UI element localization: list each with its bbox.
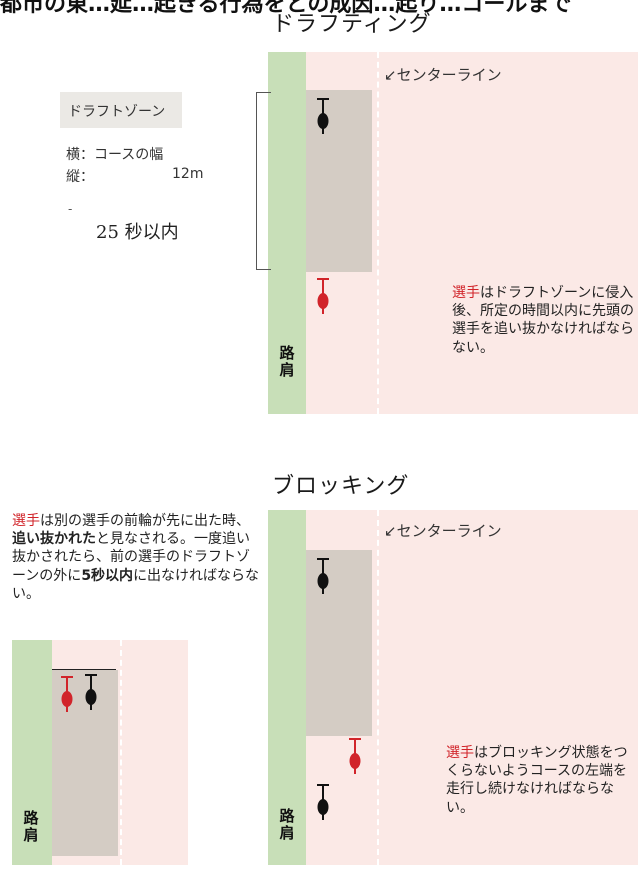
blocking-shoulder-label: 路肩 (279, 807, 295, 843)
draft-zone-label: ドラフトゾーン (68, 104, 166, 120)
small-road-shoulder-label: 路肩 (23, 809, 39, 845)
blocking-left-note-part2: と見なされる。一度追い抜かされたら、前の選手のドラフトゾーンの外に (12, 531, 250, 584)
small-road-shoulder (12, 640, 52, 865)
blocking-left-note-overtaken: 追い抜かれた (12, 531, 96, 548)
draft-zone-label-box: ドラフトゾーン (60, 92, 182, 128)
blocking-left-note-part3: に出なければならない。 (12, 567, 260, 602)
blocking-overtake-note: 選手は別の選手の前輪が先に出た時、追い抜かれたと見なされる。一度追い抜かされたら… (12, 512, 262, 603)
blocking-right-note-text: はブロッキング状態をつくらないようコースの左端を走行し続けなければならない。 (446, 745, 628, 816)
drafting-note-text: はドラフトゾーンに侵入後、所定の時間以内に先頭の選手を追い抜かなければならない。 (452, 285, 634, 356)
blocking-rule-note: 選手はブロッキング状態をつくらないようコースの左端を走行し続けなければならない。 (446, 744, 634, 817)
drafting-zone-bracket (256, 92, 271, 270)
cyclist-black-icon (314, 96, 332, 136)
drafting-zone (306, 90, 372, 272)
blocking-left-note-part1: は別の選手の前輪が先に出た時、 (40, 513, 250, 529)
blocking-title: ブロッキング (272, 474, 410, 499)
drafting-time-limit: 25 秒以内 (96, 222, 179, 243)
draft-zone-length-prefix: 縦： (66, 169, 94, 185)
blocking-left-note-athlete: 選手 (12, 513, 40, 529)
blocking-shoulder (268, 510, 306, 865)
blocking-center-line (377, 510, 379, 865)
cyclist-red-icon (346, 736, 364, 776)
blocking-left-note-5sec: 5秒以内 (81, 567, 134, 584)
drafting-shoulder (268, 52, 306, 414)
blocking-zone (306, 550, 372, 736)
drafting-note-athlete: 選手 (452, 285, 480, 301)
small-road-front-wheel-line (52, 669, 116, 670)
cyclist-black-icon (314, 556, 332, 596)
cyclist-black-icon (314, 782, 332, 822)
cyclist-black-icon (82, 672, 100, 712)
small-road-center-line (120, 640, 122, 865)
drafting-shoulder-label: 路肩 (279, 344, 295, 380)
drafting-center-line (377, 52, 379, 414)
drafting-title: ドラフティング (272, 12, 432, 37)
draft-zone-length-value: 12m (172, 166, 204, 182)
blocking-right-note-athlete: 選手 (446, 745, 474, 761)
cyclist-red-icon (314, 276, 332, 316)
blocking-center-line-label: ↙センターライン (384, 522, 502, 540)
drafting-center-line-label: ↙センターライン (384, 66, 502, 84)
drafting-rule-note: 選手はドラフトゾーンに侵入後、所定の時間以内に先頭の選手を追い抜かなければならな… (452, 284, 636, 357)
dash-mark: - (68, 202, 73, 216)
cyclist-red-icon (58, 674, 76, 714)
draft-zone-width: 横：コースの幅 (66, 147, 164, 163)
